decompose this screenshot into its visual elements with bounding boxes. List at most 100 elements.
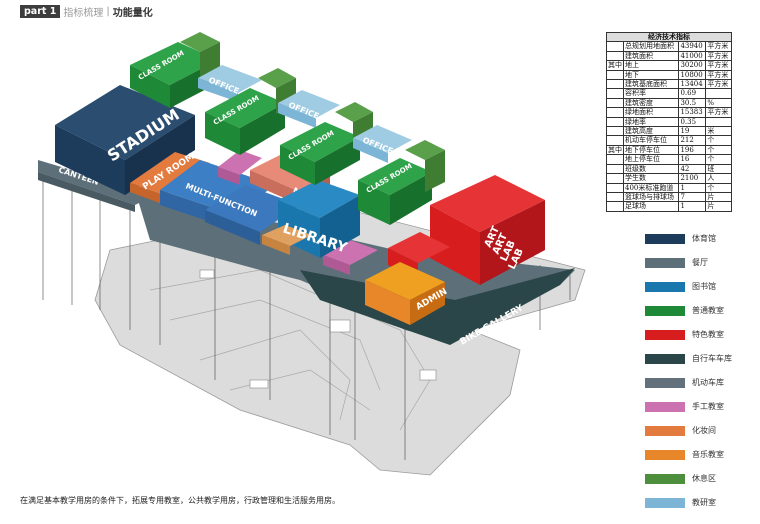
table-row: 班级数42班 <box>607 164 732 173</box>
row-unit: 平方米 <box>706 108 732 117</box>
legend-swatch <box>645 426 685 436</box>
legend-label: 餐厅 <box>692 258 708 268</box>
row-group-empty <box>607 70 624 79</box>
row-unit: 平方米 <box>706 51 732 60</box>
legend-item: 体育馆 <box>645 234 755 244</box>
row-unit: 米 <box>706 127 732 136</box>
row-unit: 平方米 <box>706 80 732 89</box>
row-label: 班级数 <box>624 164 679 173</box>
row-group-empty <box>607 183 624 192</box>
legend-swatch <box>645 330 685 340</box>
legend-label: 化妆间 <box>692 426 716 436</box>
row-group: 其中 <box>607 61 624 70</box>
row-value: 42 <box>679 164 706 173</box>
table-row: 绿地面积15383平方米 <box>607 108 732 117</box>
legend-item: 自行车车库 <box>645 354 755 364</box>
legend-item: 图书馆 <box>645 282 755 292</box>
legend-label: 教研室 <box>692 498 716 508</box>
axonometric-diagram: CANTEEN BIKE GALLERY STADIUM PLAY ROOM M… <box>0 0 600 490</box>
row-label: 学生数 <box>624 174 679 183</box>
row-label: 400米标准跑道 <box>624 183 679 192</box>
row-value: 1 <box>679 183 706 192</box>
legend-label: 机动车库 <box>692 378 724 388</box>
legend-swatch <box>645 402 685 412</box>
row-value: 43940 <box>679 42 706 51</box>
row-group-empty <box>607 98 624 107</box>
table-row: 地下10800平方米 <box>607 70 732 79</box>
legend-swatch <box>645 258 685 268</box>
row-group-empty <box>607 42 624 51</box>
row-value: 13404 <box>679 80 706 89</box>
legend-label: 图书馆 <box>692 282 716 292</box>
row-unit: 片 <box>706 202 732 211</box>
row-value: 196 <box>679 145 706 154</box>
table-row: 容积率0.69 <box>607 89 732 98</box>
row-label: 地上停车位 <box>624 155 679 164</box>
legend-item: 休息区 <box>645 474 755 484</box>
row-label: 地上 <box>624 61 679 70</box>
row-label: 绿地面积 <box>624 108 679 117</box>
row-unit: 人 <box>706 174 732 183</box>
row-value: 16 <box>679 155 706 164</box>
row-unit: 个 <box>706 155 732 164</box>
row-label: 容积率 <box>624 89 679 98</box>
legend-item: 音乐教室 <box>645 450 755 460</box>
table-title: 经济技术指标 <box>607 33 732 42</box>
row-label: 地下 <box>624 70 679 79</box>
row-label: 建筑面积 <box>624 51 679 60</box>
row-value: 2100 <box>679 174 706 183</box>
row-value: 41000 <box>679 51 706 60</box>
row-group-empty <box>607 127 624 136</box>
table-row: 足球场1片 <box>607 202 732 211</box>
row-value: 7 <box>679 192 706 201</box>
row-group-empty <box>607 89 624 98</box>
row-unit: 个 <box>706 183 732 192</box>
legend-label: 自行车车库 <box>692 354 732 364</box>
legend-swatch <box>645 306 685 316</box>
row-group-empty <box>607 202 624 211</box>
legend-label: 休息区 <box>692 474 716 484</box>
table-row: 建筑面积41000平方米 <box>607 51 732 60</box>
row-unit: % <box>706 98 732 107</box>
table-row: 篮球场与排球场7片 <box>607 192 732 201</box>
legend-label: 普通教室 <box>692 306 724 316</box>
legend-item: 机动车库 <box>645 378 755 388</box>
legend-label: 特色教室 <box>692 330 724 340</box>
legend-label: 手工教室 <box>692 402 724 412</box>
row-unit: 个 <box>706 145 732 154</box>
row-unit <box>706 117 732 126</box>
row-value: 15383 <box>679 108 706 117</box>
row-group-empty <box>607 155 624 164</box>
legend-item: 手工教室 <box>645 402 755 412</box>
row-group-empty <box>607 108 624 117</box>
row-label: 机动车停车位 <box>624 136 679 145</box>
legend-swatch <box>645 498 685 508</box>
row-unit: 平方米 <box>706 42 732 51</box>
legend-swatch <box>645 474 685 484</box>
row-value: 19 <box>679 127 706 136</box>
row-group: 其中 <box>607 145 624 154</box>
row-unit: 平方米 <box>706 70 732 79</box>
row-value: 0.35 <box>679 117 706 126</box>
row-value: 30200 <box>679 61 706 70</box>
row-value: 0.69 <box>679 89 706 98</box>
row-value: 30.5 <box>679 98 706 107</box>
row-label: 足球场 <box>624 202 679 211</box>
legend-swatch <box>645 450 685 460</box>
row-value: 1 <box>679 202 706 211</box>
legend-label: 音乐教室 <box>692 450 724 460</box>
row-label: 地下停车位 <box>624 145 679 154</box>
row-label: 建筑密度 <box>624 98 679 107</box>
row-unit: 班 <box>706 164 732 173</box>
legend-swatch <box>645 234 685 244</box>
legend-label: 体育馆 <box>692 234 716 244</box>
